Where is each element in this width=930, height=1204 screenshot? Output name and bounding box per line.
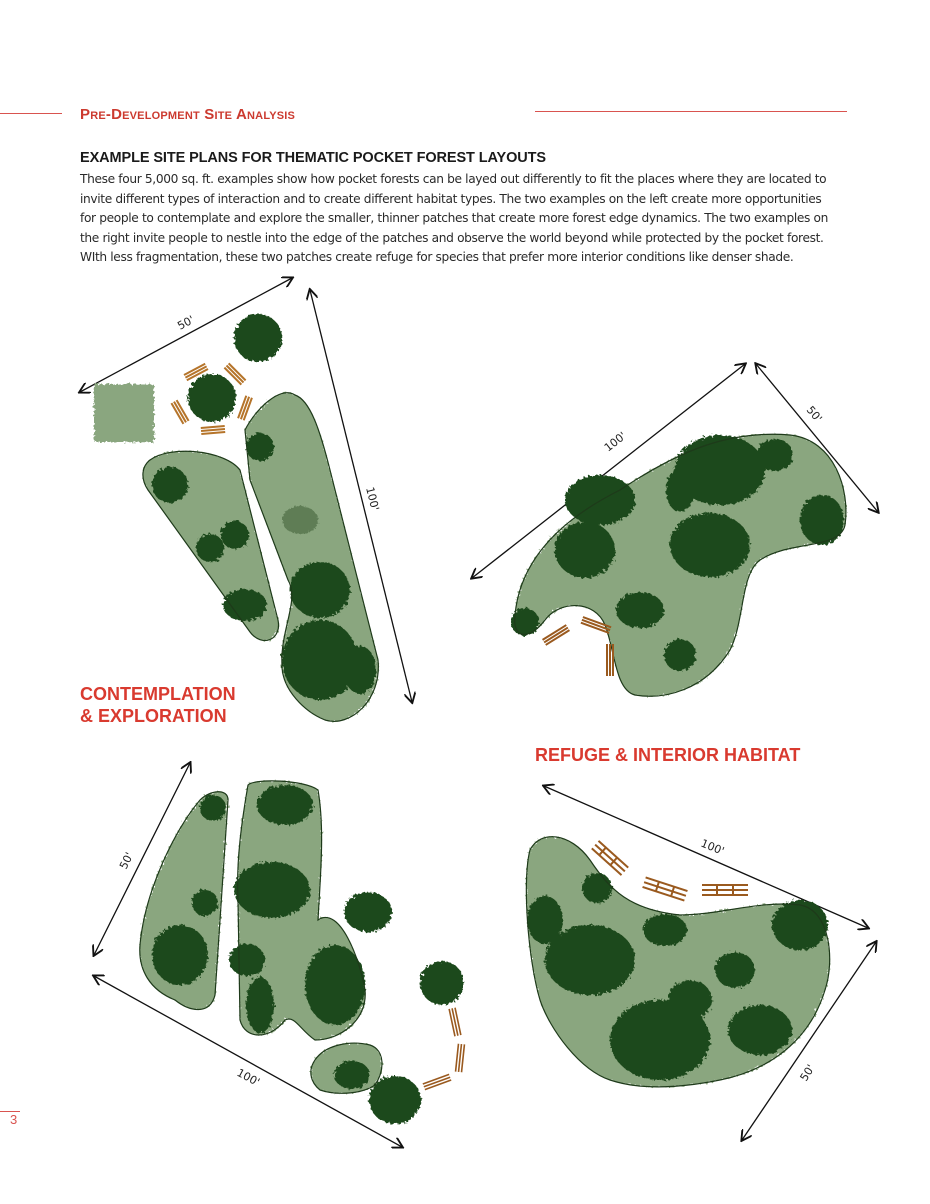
footer-rule (0, 1111, 20, 1112)
svg-text:50': 50' (798, 1062, 818, 1083)
section-title: Pre-Development Site Analysis (80, 106, 296, 123)
dimension-label: 50' (175, 313, 196, 332)
bench-icons (170, 362, 253, 436)
diagram-bottom-right: 100' 50' (525, 786, 876, 1140)
svg-text:50': 50' (117, 850, 136, 871)
svg-text:100': 100' (602, 429, 629, 454)
diagram-top-right: 100' 50' (472, 364, 878, 697)
header-rule-left (0, 113, 62, 114)
svg-text:100': 100' (699, 837, 726, 858)
intro-paragraph: These four 5,000 sq. ft. examples show h… (80, 172, 829, 264)
label-refuge: REFUGE & INTERIOR HABITAT (535, 745, 801, 765)
svg-text:100': 100' (235, 1066, 262, 1089)
diagram-bottom-left: 50' 100' (94, 763, 466, 1147)
page-number: 3 (10, 1112, 18, 1127)
svg-text:100': 100' (363, 486, 381, 512)
page-heading: EXAMPLE SITE PLANS FOR THEMATIC POCKET F… (80, 150, 546, 166)
label-line-2: & EXPLORATION (80, 706, 227, 726)
diagram-top-left: 50' 100' (80, 278, 412, 722)
label-line-1: CONTEMPLATION (80, 684, 236, 704)
svg-text:50': 50' (804, 404, 825, 425)
header-rule-right (535, 111, 847, 112)
label-contemplation: CONTEMPLATION & EXPLORATION (80, 683, 236, 727)
